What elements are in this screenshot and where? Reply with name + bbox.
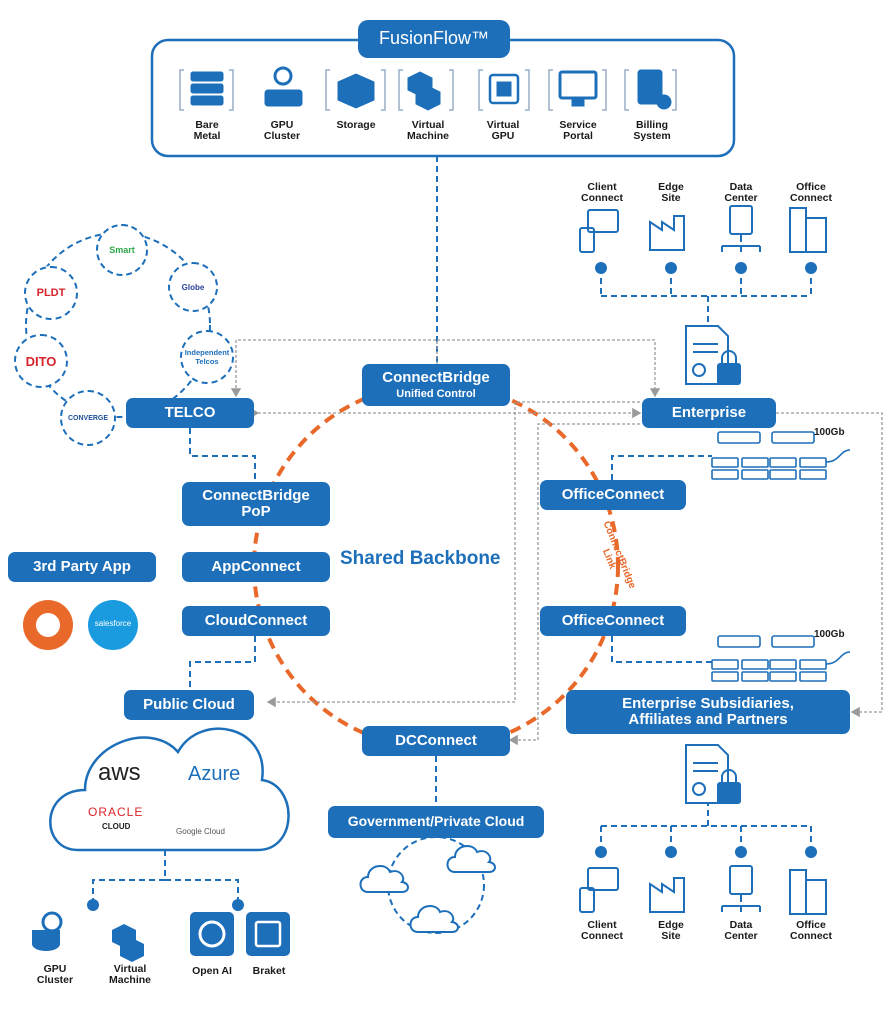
certificate-lock-icon-top	[685, 325, 741, 385]
third-party-app-node[interactable]: 3rd Party App	[8, 552, 156, 582]
arrow-enterprise-left-a	[266, 401, 640, 708]
shared-backbone-label: Shared Backbone	[340, 548, 501, 569]
top-site-dots	[595, 262, 817, 274]
link-enterprise-office1	[611, 455, 712, 480]
public-cloud-shape	[49, 727, 290, 852]
fusion-brackets	[179, 69, 677, 111]
bottom-site-tree	[600, 800, 812, 852]
telco-logo-dito: DITO	[14, 334, 68, 388]
azure-logo: Azure	[188, 763, 241, 785]
public-cloud-node[interactable]: Public Cloud	[124, 690, 254, 720]
certificate-lock-icon-bottom	[685, 744, 741, 804]
arrow-cb-telco-top	[230, 339, 438, 398]
enterprise-node[interactable]: Enterprise	[642, 398, 776, 428]
arrow-enterprise-left-b	[508, 423, 640, 746]
link-cloudconnect-public	[189, 636, 256, 690]
link-office2-subs	[611, 636, 712, 663]
telco-node[interactable]: TELCO	[126, 398, 254, 428]
bandwidth-label-2: 100Gb	[814, 629, 845, 640]
server-group-1	[711, 431, 851, 480]
officeconnect-node-1[interactable]: OfficeConnect	[540, 480, 686, 510]
gov-cloud-icons	[359, 845, 496, 933]
oracle-cloud-logo: CLOUD	[102, 822, 131, 831]
fusion-icons	[190, 66, 672, 111]
telco-logo-globe: Globe	[168, 262, 218, 312]
bottom-label-braket: Braket	[252, 965, 286, 977]
telco-logo-converge: CONVERGE	[60, 390, 116, 446]
telco-logo-smart: Smart	[96, 224, 148, 276]
shared-backbone-ring	[252, 382, 620, 750]
bandwidth-label-1: 100Gb	[814, 427, 845, 438]
aws-logo: aws	[98, 759, 141, 786]
fusionflow-title: FusionFlow™	[358, 20, 510, 58]
salesforce-logo-text: salesforce	[94, 619, 132, 628]
officeconnect-node-2[interactable]: OfficeConnect	[540, 606, 686, 636]
fusion-label-storage: Storage	[336, 119, 376, 131]
third-party-logo-2	[88, 600, 138, 650]
oracle-logo: ORACLE	[88, 805, 144, 819]
server-group-2	[711, 635, 851, 682]
gov-cloud-node[interactable]: Government/Private Cloud	[328, 806, 544, 838]
appconnect-node[interactable]: AppConnect	[182, 552, 330, 582]
arrow-cb-enterprise-top	[437, 339, 661, 398]
link-telco-pop	[189, 428, 256, 482]
bottom-label-open-ai: Open AI	[192, 965, 232, 977]
google-cloud-logo: Google Cloud	[176, 827, 225, 836]
bottom-left-icons	[32, 911, 290, 962]
cloudconnect-node[interactable]: CloudConnect	[182, 606, 330, 636]
telco-logo-pldt: PLDT	[24, 266, 78, 320]
dcconnect-node[interactable]: DCConnect	[362, 726, 510, 756]
subsidiaries-node[interactable]: Enterprise Subsidiaries,Affiliates and P…	[566, 690, 850, 734]
telco-logo-independent: Independent Telcos	[180, 330, 234, 384]
top-site-icons	[579, 205, 827, 253]
arrow-enterprise-subs	[776, 412, 883, 718]
bottom-site-icons	[579, 865, 827, 915]
link-cloud-bottom	[92, 850, 239, 905]
top-site-tree	[600, 268, 812, 322]
bottom-site-dots	[595, 846, 817, 858]
